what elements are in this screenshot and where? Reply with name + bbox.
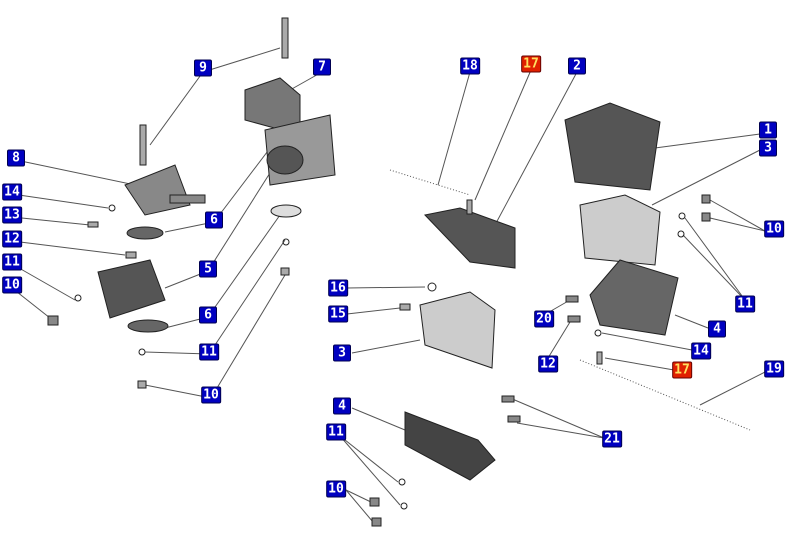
callout-10[interactable]: 10 [326, 480, 346, 498]
callout-14[interactable]: 14 [2, 183, 22, 201]
callout-13[interactable]: 13 [2, 206, 22, 224]
bracket-arm [169, 194, 206, 204]
bracket-7 [244, 77, 301, 136]
callout-16[interactable]: 16 [328, 279, 348, 297]
callout-3[interactable]: 3 [333, 344, 351, 362]
callout-3[interactable]: 3 [759, 139, 777, 157]
nut [280, 267, 290, 276]
ring-11-lower-b [400, 502, 408, 510]
ring-16 [427, 282, 437, 292]
callout-11[interactable]: 11 [2, 253, 22, 271]
bolt-9-top [281, 17, 289, 59]
nut-10-right-b [701, 212, 711, 222]
mount-6 [266, 145, 304, 175]
parts [47, 17, 711, 527]
bracket-4 [589, 259, 679, 336]
nut-10-lower-a [369, 497, 380, 507]
callout-2[interactable]: 2 [568, 57, 586, 75]
washer-right [270, 204, 302, 218]
callout-9[interactable]: 9 [194, 59, 212, 77]
mount-3 [579, 194, 661, 266]
callout-12[interactable]: 12 [538, 355, 558, 373]
screw-21-a [501, 395, 515, 403]
nut-10 [137, 380, 147, 389]
bracket-4-lower [404, 411, 496, 481]
callout-11[interactable]: 11 [326, 423, 346, 441]
bracket-8 [124, 164, 191, 216]
mount-3-lower [419, 291, 496, 369]
ring-14-right [594, 329, 602, 337]
screw-12 [125, 251, 137, 259]
callout-17[interactable]: 17 [521, 55, 541, 73]
callout-6[interactable]: 6 [199, 306, 217, 324]
washer [126, 226, 164, 240]
ring-11-right-a [678, 212, 686, 220]
callout-10[interactable]: 10 [764, 220, 784, 238]
ring-11 [138, 348, 146, 356]
callout-1[interactable]: 1 [759, 121, 777, 139]
callout-4[interactable]: 4 [333, 397, 351, 415]
ring [282, 238, 290, 246]
callout-14[interactable]: 14 [691, 342, 711, 360]
bolt-17 [466, 199, 473, 215]
nut-10-lower-b [371, 517, 382, 527]
bolt-17-right [596, 351, 603, 365]
ring-14 [108, 204, 116, 212]
bracket-1 [564, 102, 661, 191]
washer-6 [127, 319, 169, 333]
screw-13 [87, 221, 99, 228]
callout-4[interactable]: 4 [708, 320, 726, 338]
ring-11-lower-a [398, 478, 406, 486]
callout-12[interactable]: 12 [2, 230, 22, 248]
bolt-15 [399, 303, 411, 311]
callout-18[interactable]: 18 [460, 57, 480, 75]
bolt-9 [139, 124, 147, 166]
callout-6[interactable]: 6 [205, 211, 223, 229]
nut-10-right-a [701, 194, 711, 204]
ring-11-right-b [677, 230, 685, 238]
nut-10-left [47, 315, 59, 326]
callout-10[interactable]: 10 [201, 386, 221, 404]
callout-8[interactable]: 8 [7, 149, 25, 167]
callout-5[interactable]: 5 [199, 260, 217, 278]
screw-20 [565, 295, 579, 303]
callout-20[interactable]: 20 [534, 310, 554, 328]
callout-17[interactable]: 17 [672, 361, 692, 379]
screw-21-b [507, 415, 521, 423]
callout-21[interactable]: 21 [602, 430, 622, 448]
bracket-2 [424, 207, 516, 269]
ring-11-left [74, 294, 82, 302]
callout-11[interactable]: 11 [199, 343, 219, 361]
screw-12-right [567, 315, 581, 323]
mount-5 [97, 259, 166, 319]
callout-7[interactable]: 7 [313, 58, 331, 76]
callout-10[interactable]: 10 [2, 276, 22, 294]
callout-15[interactable]: 15 [328, 305, 348, 323]
callout-19[interactable]: 19 [764, 360, 784, 378]
callout-11[interactable]: 11 [735, 295, 755, 313]
